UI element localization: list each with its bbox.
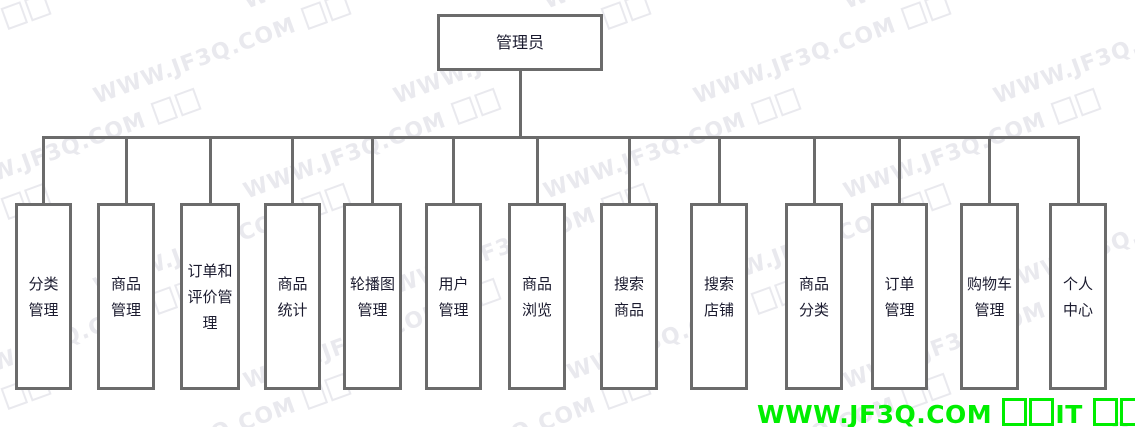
node-child-label: 商品分类 <box>798 274 829 319</box>
node-child-label: 商品管理 <box>110 274 141 319</box>
node-root-label: 管理员 <box>495 32 544 52</box>
background-watermark-text: WWW.JF3Q.COM <box>240 0 505 14</box>
child-connector-line <box>124 136 128 203</box>
background-watermark-text: WWW.JF3Q.COM <box>840 87 1105 204</box>
background-watermark-text: WWW.JF3Q.COM <box>540 0 805 14</box>
child-connector-line <box>42 136 45 203</box>
node-child-label: 商品统计 <box>277 274 308 319</box>
node-child-6[interactable]: 商品浏览 <box>508 203 566 390</box>
child-connector-line <box>452 136 455 203</box>
node-child-1[interactable]: 商品管理 <box>97 203 155 390</box>
node-child-label: 搜索商品 <box>613 274 644 319</box>
node-child-label: 商品浏览 <box>521 274 552 319</box>
background-watermark-text: WWW.JF3Q.COM <box>0 0 55 109</box>
background-watermark-text: WWW.JF3Q.COM <box>990 12 1135 110</box>
child-connector-line <box>1076 136 1080 203</box>
node-child-4[interactable]: 轮播图管理 <box>343 203 402 390</box>
child-connector-line <box>627 136 631 203</box>
child-connector-line <box>535 136 539 203</box>
background-watermark-text: WWW.JF3Q.COM <box>0 0 205 14</box>
root-connector-line <box>518 71 522 136</box>
background-watermark-text: WWW.JF3Q.COM <box>690 0 955 109</box>
node-child-7[interactable]: 搜索商品 <box>600 203 658 390</box>
node-child-label: 个人中心 <box>1062 274 1093 319</box>
background-watermark-text: WWW.JF3Q.COM <box>0 87 205 204</box>
child-connector-line <box>717 136 721 203</box>
node-child-label: 轮播图管理 <box>350 274 396 319</box>
node-root-administrator[interactable]: 管理员 <box>437 14 603 71</box>
background-watermark-text: WWW.JF3Q.COM <box>90 0 355 109</box>
node-child-label: 搜索店铺 <box>703 274 734 319</box>
node-child-2[interactable]: 订单和评价管理 <box>180 203 240 390</box>
background-watermark-text: WWW.JF3Q.COM <box>840 0 1105 14</box>
foreground-watermark: WWW.JF3Q.COM IT <box>757 398 1135 427</box>
node-child-label: 分类管理 <box>28 274 59 319</box>
horizontal-bus-line <box>42 136 1080 139</box>
node-child-12[interactable]: 个人中心 <box>1049 203 1107 390</box>
background-watermark-text: WWW.JF3Q.COM <box>540 277 805 394</box>
node-child-label: 用户管理 <box>438 274 469 319</box>
node-child-9[interactable]: 商品分类 <box>785 203 843 390</box>
child-connector-line <box>898 136 901 203</box>
child-connector-line <box>371 136 374 203</box>
node-child-3[interactable]: 商品统计 <box>264 203 321 390</box>
node-child-11[interactable]: 购物车管理 <box>960 203 1019 390</box>
node-child-label: 订单和评价管理 <box>187 261 233 332</box>
node-child-5[interactable]: 用户管理 <box>425 203 482 390</box>
node-child-label: 订单管理 <box>884 274 915 319</box>
child-connector-line <box>208 136 212 203</box>
node-child-label: 购物车管理 <box>967 274 1013 319</box>
node-child-10[interactable]: 订单管理 <box>871 203 928 390</box>
node-child-8[interactable]: 搜索店铺 <box>690 203 748 390</box>
child-connector-line <box>291 136 294 203</box>
node-child-0[interactable]: 分类管理 <box>15 203 72 390</box>
child-connector-line <box>812 136 816 203</box>
child-connector-line <box>988 136 991 203</box>
background-watermark-text: WWW.JF3Q.COM <box>540 87 805 204</box>
